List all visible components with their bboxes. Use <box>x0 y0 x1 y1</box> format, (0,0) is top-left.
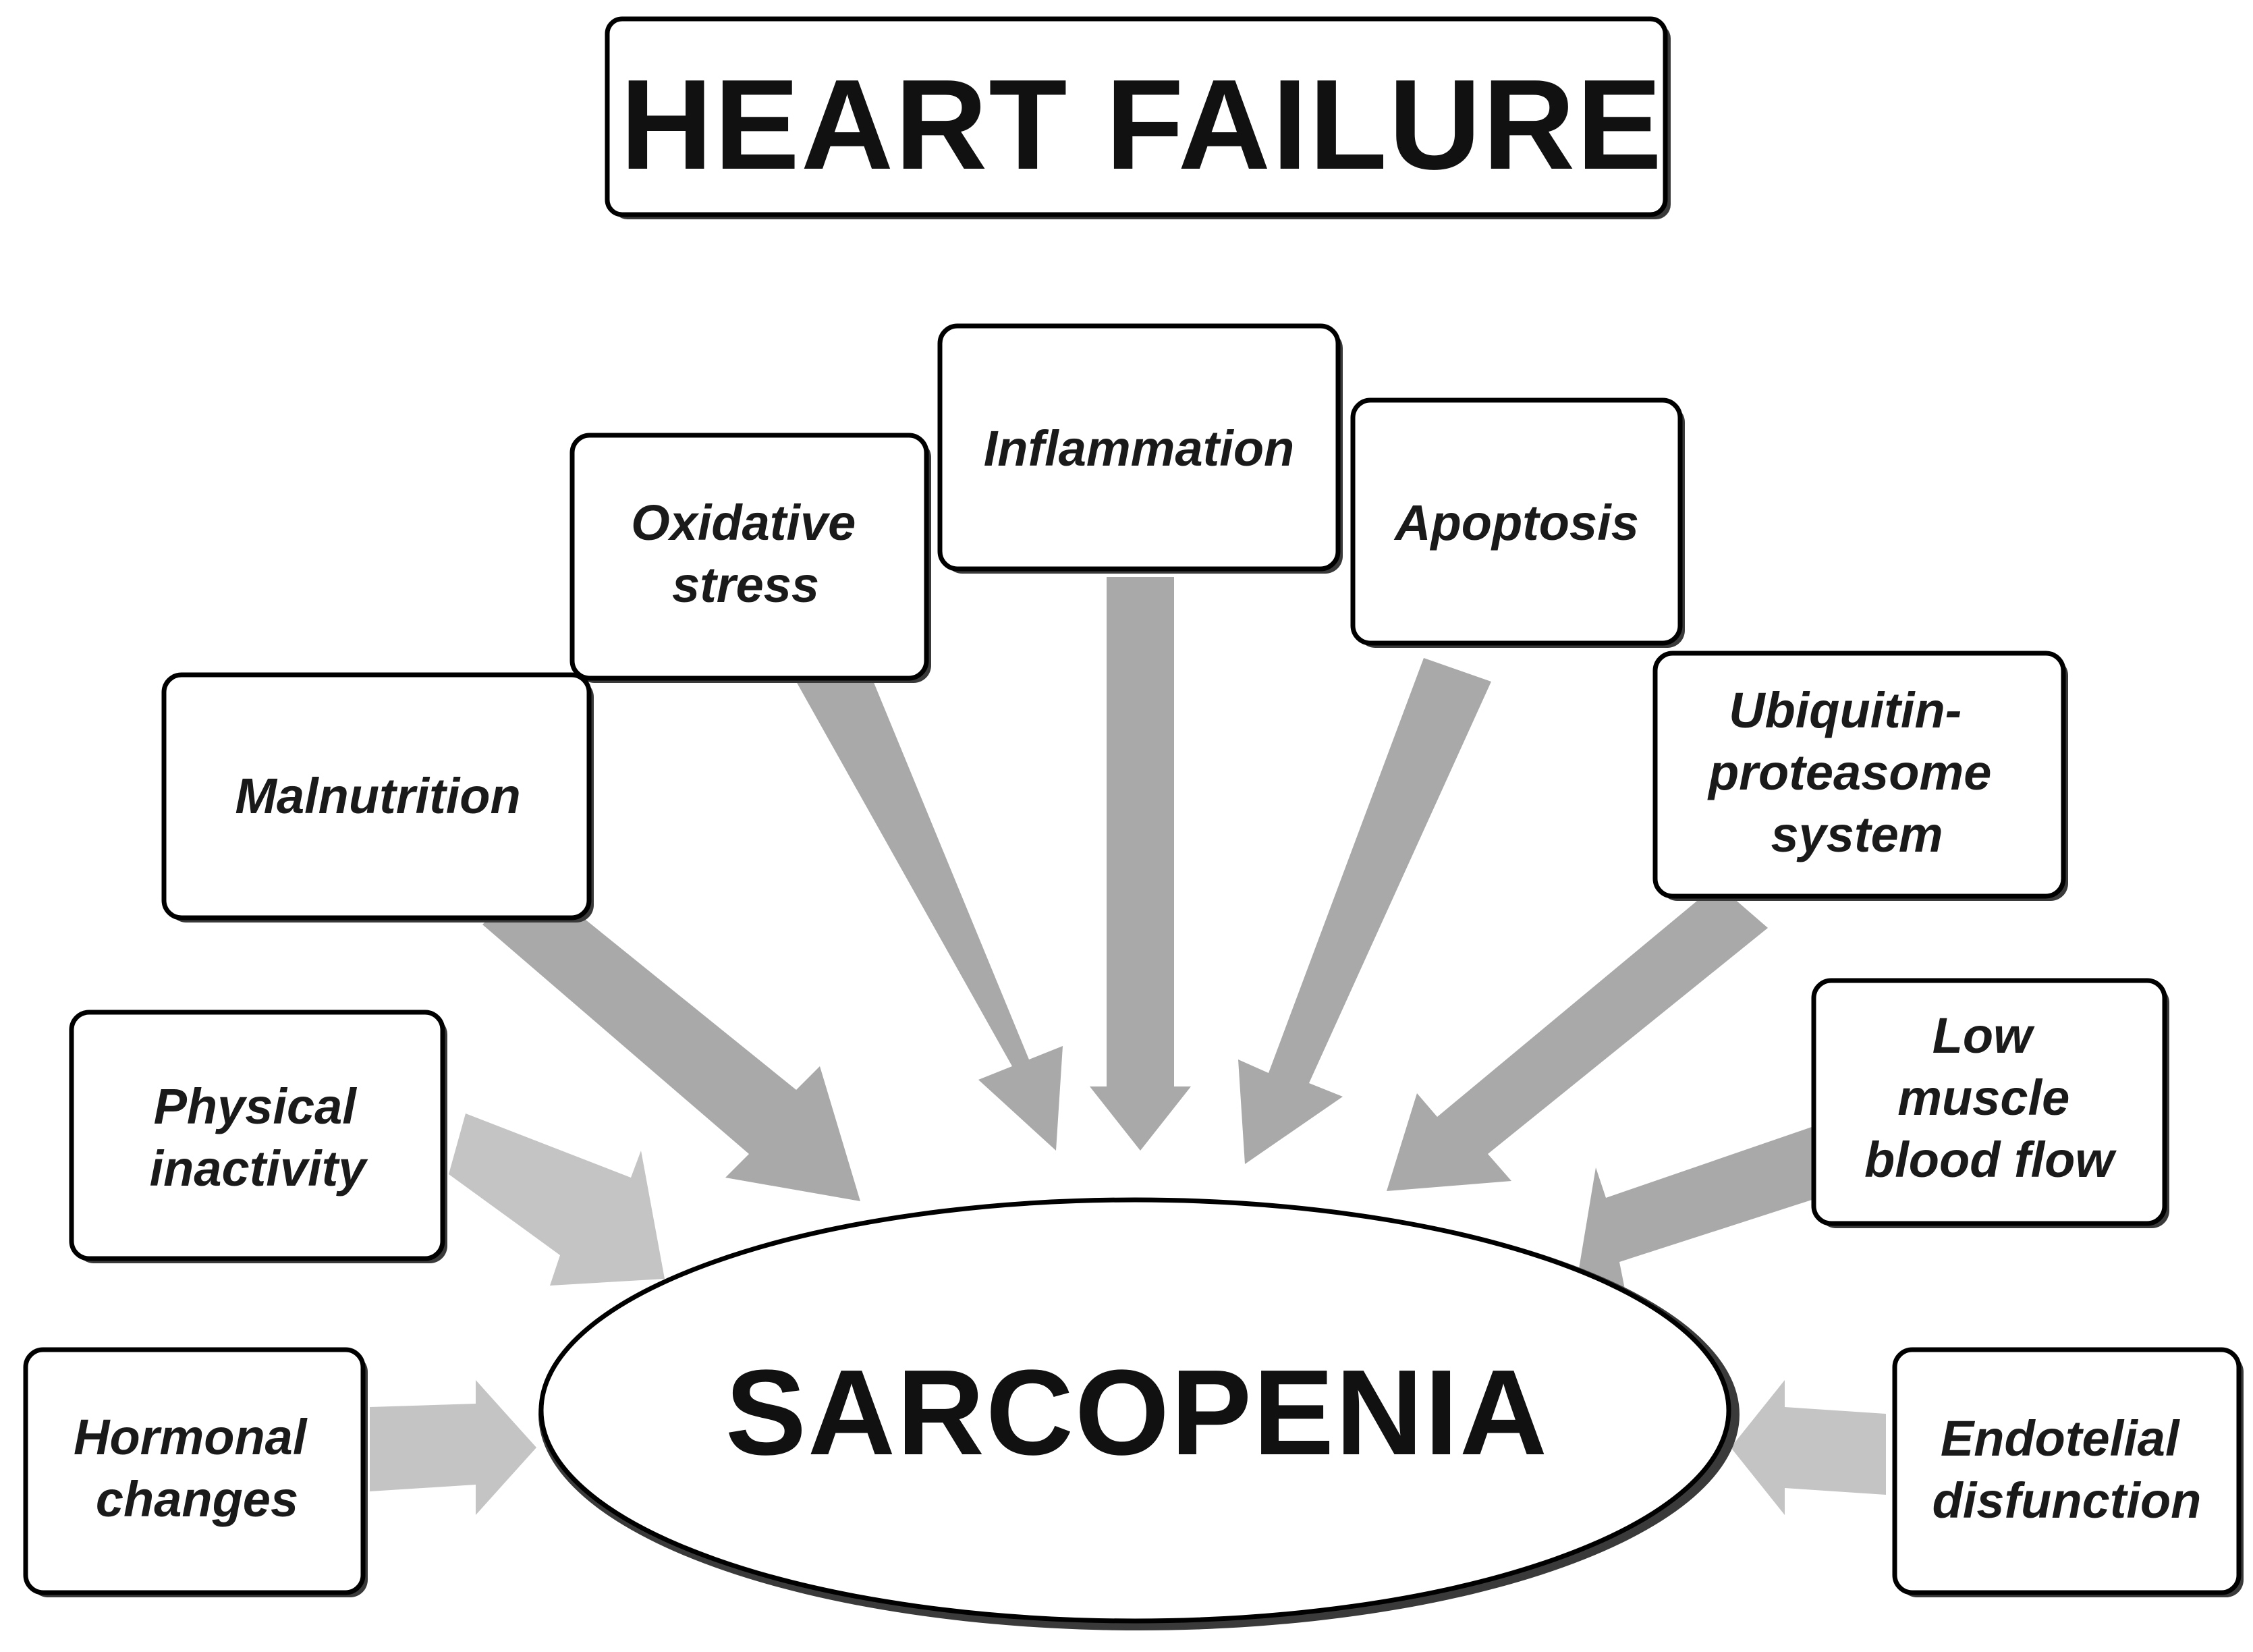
physical-line-2: inactivity <box>150 1140 369 1196</box>
arrows <box>370 577 1886 1515</box>
bloodflow-line-2: muscle <box>1897 1070 2069 1126</box>
factor-box-apoptosis: Apoptosis <box>1350 397 1685 648</box>
title-box: HEART FAILURE <box>605 16 1671 219</box>
inflammation-line-1: Inflammation <box>984 420 1294 476</box>
center-label: SARCOPENIA <box>725 1345 1549 1481</box>
endotelial-line-2: disfunction <box>1932 1472 2202 1529</box>
arrow-physical-inactivity <box>449 1113 665 1286</box>
arrow-blood-flow <box>1579 1127 1829 1296</box>
arrow-endotelial <box>1731 1380 1886 1515</box>
hormonal-line-1: Hormonal <box>74 1409 308 1465</box>
arrow-apoptosis <box>1238 658 1491 1164</box>
factor-box-oxidative-stress: Oxidative stress <box>569 433 931 683</box>
oxidative-line-2: stress <box>672 557 819 613</box>
svg-text:Apoptosis: Apoptosis <box>1393 495 1639 551</box>
factor-box-physical-inactivity: Physical inactivity <box>69 1010 447 1263</box>
factor-box-inflammation: Inflammation <box>937 323 1343 574</box>
arrow-inflammation <box>1090 577 1191 1151</box>
hormonal-line-2: changes <box>96 1471 298 1527</box>
physical-line-1: Physical <box>154 1078 358 1134</box>
factor-box-hormonal: Hormonal changes <box>23 1347 368 1597</box>
arrow-oxidative-stress <box>796 658 1063 1151</box>
endotelial-line-1: Endotelial <box>1941 1410 2180 1466</box>
ubiquitin-line-3: system <box>1771 806 1943 862</box>
svg-text:Oxidative stress: Oxidative stress <box>631 495 870 613</box>
ubiquitin-line-2: proteasome <box>1707 744 1991 800</box>
arrow-malnutrition <box>482 877 860 1201</box>
svg-text:Malnutrition: Malnutrition <box>235 768 520 824</box>
svg-text:Ubiquitin- proteasome: Ubiquitin- proteasome system <box>1707 682 2005 862</box>
title: HEART FAILURE <box>620 53 1663 196</box>
svg-text:Endotelial disfunction: Endotelial disfunction <box>1932 1410 2202 1529</box>
svg-text:Physical inactivity: Physical inactivity <box>150 1078 370 1196</box>
factor-box-blood-flow: Low muscle blood flow <box>1811 978 2169 1228</box>
bloodflow-line-3: blood flow <box>1864 1132 2117 1188</box>
svg-text:Hormonal changes: Hormonal changes <box>74 1409 321 1527</box>
apoptosis-line-1: Apoptosis <box>1393 495 1639 551</box>
malnutrition-line-1: Malnutrition <box>235 768 520 824</box>
factor-box-ubiquitin: Ubiquitin- proteasome system <box>1652 651 2068 901</box>
arrow-hormonal <box>370 1380 536 1515</box>
bloodflow-line-1: Low <box>1932 1008 2035 1064</box>
ubiquitin-line-1: Ubiquitin- <box>1729 682 1962 738</box>
oxidative-line-1: Oxidative <box>631 495 856 551</box>
factor-box-malnutrition: Malnutrition <box>161 672 594 923</box>
svg-text:Low muscle blood f: Low muscle blood flow <box>1864 1008 2117 1188</box>
svg-text:Inflammation: Inflammation <box>984 420 1294 476</box>
arrow-ubiquitin <box>1387 884 1768 1191</box>
center-ellipse: SARCOPENIA <box>538 1197 1740 1630</box>
factor-box-endotelial: Endotelial disfunction <box>1892 1347 2244 1597</box>
